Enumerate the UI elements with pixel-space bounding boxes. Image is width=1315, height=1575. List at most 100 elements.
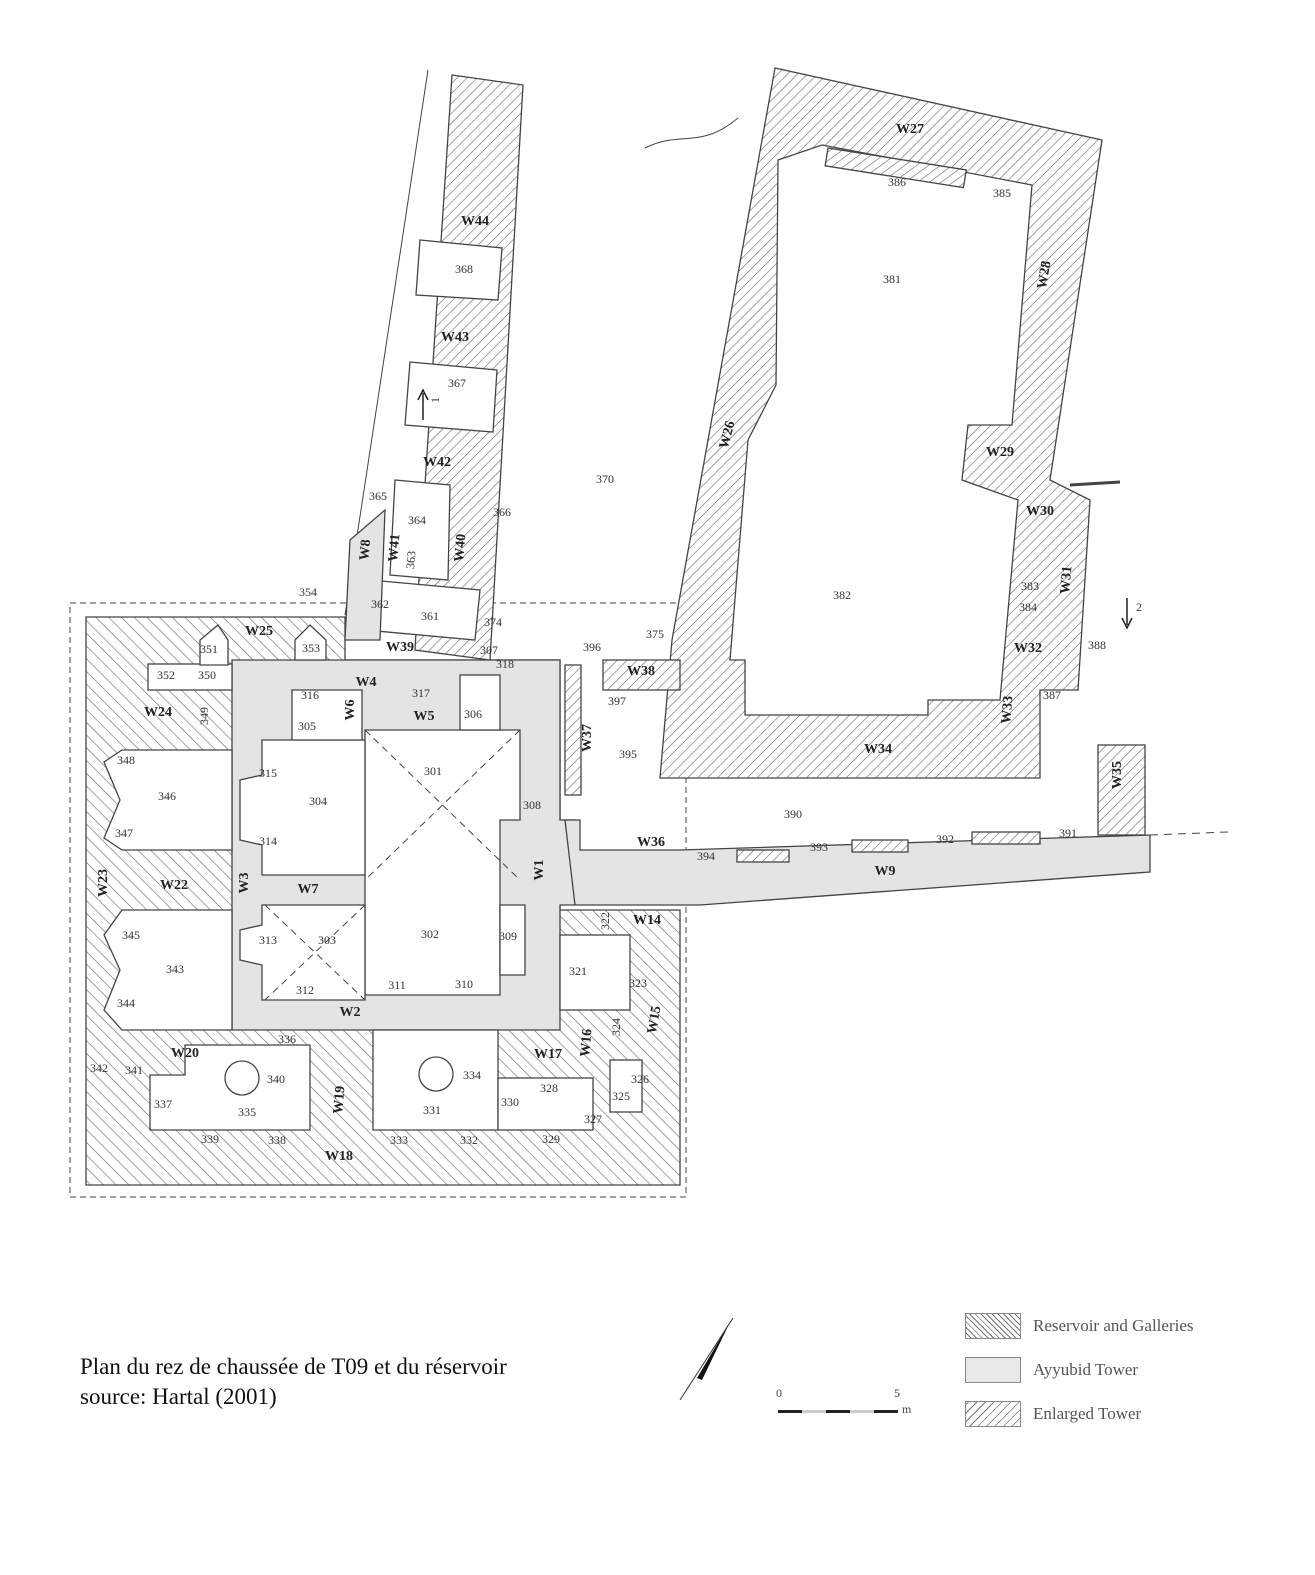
wall-label: W19 <box>331 1085 348 1114</box>
legend-item-ayyubid: Ayyubid Tower <box>965 1348 1194 1392</box>
room-label: 395 <box>619 747 637 761</box>
room-label: 302 <box>421 927 439 941</box>
room-label: 316 <box>301 688 319 702</box>
wall-label: W20 <box>171 1046 199 1061</box>
north-arrow-icon <box>679 1317 734 1401</box>
room-label: 352 <box>157 668 175 682</box>
room-label: 394 <box>697 849 715 863</box>
room-label: 314 <box>259 834 277 848</box>
room-label: 350 <box>198 668 216 682</box>
room-label: 339 <box>201 1132 219 1146</box>
wall-label: W37 <box>580 724 595 752</box>
wall-label: W1 <box>532 860 547 881</box>
room-label: 329 <box>542 1132 560 1146</box>
wall-label: W31 <box>1058 565 1075 594</box>
wall-label: W14 <box>633 913 661 928</box>
wall-label: W26 <box>717 419 739 450</box>
room-label: 336 <box>278 1032 296 1046</box>
reservoir-interior <box>729 144 1033 716</box>
room-label: 387 <box>1043 688 1061 702</box>
wall-label: W7 <box>298 882 319 897</box>
wall-label: W30 <box>1026 504 1054 519</box>
wall-label: W43 <box>441 330 469 345</box>
room-label: 368 <box>455 262 473 276</box>
caption: Plan du rez de chaussée de T09 et du rés… <box>80 1352 507 1412</box>
room-label: 315 <box>259 766 277 780</box>
room-label: 332 <box>460 1133 478 1147</box>
scale-unit: m <box>902 1402 912 1416</box>
wall-label: W22 <box>160 878 188 893</box>
wall-label: W33 <box>999 695 1016 724</box>
room-label: 338 <box>268 1133 286 1147</box>
room-label: 335 <box>238 1105 256 1119</box>
wall-label: W40 <box>452 533 469 562</box>
wall-label: W24 <box>144 705 172 720</box>
wall-label: W2 <box>340 1005 361 1020</box>
wall-label: W8 <box>357 539 374 561</box>
legend: Reservoir and Galleries Ayyubid Tower En… <box>965 1304 1194 1436</box>
room-label: 365 <box>369 489 387 503</box>
room-label: 382 <box>833 588 851 602</box>
wall-label: W15 <box>645 1005 665 1035</box>
wall-label: W34 <box>864 742 892 757</box>
enlarged-rooms <box>103 624 643 1131</box>
wall-w35 <box>1097 744 1146 836</box>
ayyubid-rooms <box>239 674 526 1001</box>
room-label: 343 <box>166 962 184 976</box>
room-label: 385 <box>993 186 1011 200</box>
room-label: 326 <box>631 1072 649 1086</box>
room-label: 305 <box>298 719 316 733</box>
room-label: 362 <box>371 597 389 611</box>
svg-text:2: 2 <box>1136 600 1142 614</box>
room-label: 344 <box>117 996 135 1010</box>
room-label: 325 <box>612 1089 630 1103</box>
caption-source: source: Hartal (2001) <box>80 1384 277 1409</box>
room-label: 367 <box>448 376 466 390</box>
room-label: 312 <box>296 983 314 997</box>
legend-item-enlarged: Enlarged Tower <box>965 1392 1194 1436</box>
room-label: 351 <box>200 642 218 656</box>
wide-hatch-swatch-icon <box>965 1401 1021 1427</box>
svg-text:1: 1 <box>428 397 442 403</box>
room-label: 310 <box>455 977 473 991</box>
room-label: 348 <box>117 753 135 767</box>
caption-title: Plan du rez de chaussée de T09 et du rés… <box>80 1354 507 1379</box>
wall-label: W28 <box>1035 260 1055 290</box>
room-label: 328 <box>540 1081 558 1095</box>
room-label: 366 <box>493 505 511 519</box>
wall-label: W32 <box>1014 641 1042 656</box>
wall-label: W3 <box>237 873 252 894</box>
legend-item-reservoir: Reservoir and Galleries <box>965 1304 1194 1348</box>
wall-label: W38 <box>627 664 655 679</box>
section-marker-2: 2 <box>1121 598 1142 630</box>
room-label: 309 <box>499 929 517 943</box>
room-label: 327 <box>584 1112 602 1126</box>
room-label: 341 <box>125 1063 143 1077</box>
room-label: 340 <box>267 1072 285 1086</box>
spiral-stair-340 <box>224 1060 260 1096</box>
wall-label: W17 <box>534 1047 562 1062</box>
room-label: 374 <box>484 615 502 629</box>
room-label: 391 <box>1059 826 1077 840</box>
wall-label: W9 <box>875 864 896 879</box>
room-label: 324 <box>609 1018 623 1036</box>
cistern-386 <box>824 147 968 189</box>
room-label: 317 <box>412 686 430 700</box>
room-label: 322 <box>598 912 612 930</box>
room-label: 381 <box>883 272 901 286</box>
room-label: 354 <box>299 585 317 599</box>
wall-label: W41 <box>386 533 403 562</box>
room-label: 370 <box>596 472 614 486</box>
wall-label: W29 <box>986 445 1014 460</box>
wall-label: W35 <box>1110 761 1125 789</box>
room-label: 334 <box>463 1068 481 1082</box>
room-label: 392 <box>936 832 954 846</box>
wall-label: W36 <box>637 835 665 850</box>
room-label: 349 <box>197 707 211 725</box>
channel-basins <box>736 831 1041 863</box>
room-label: 353 <box>302 641 320 655</box>
room-label: 346 <box>158 789 176 803</box>
room-label: 307 <box>480 643 498 657</box>
